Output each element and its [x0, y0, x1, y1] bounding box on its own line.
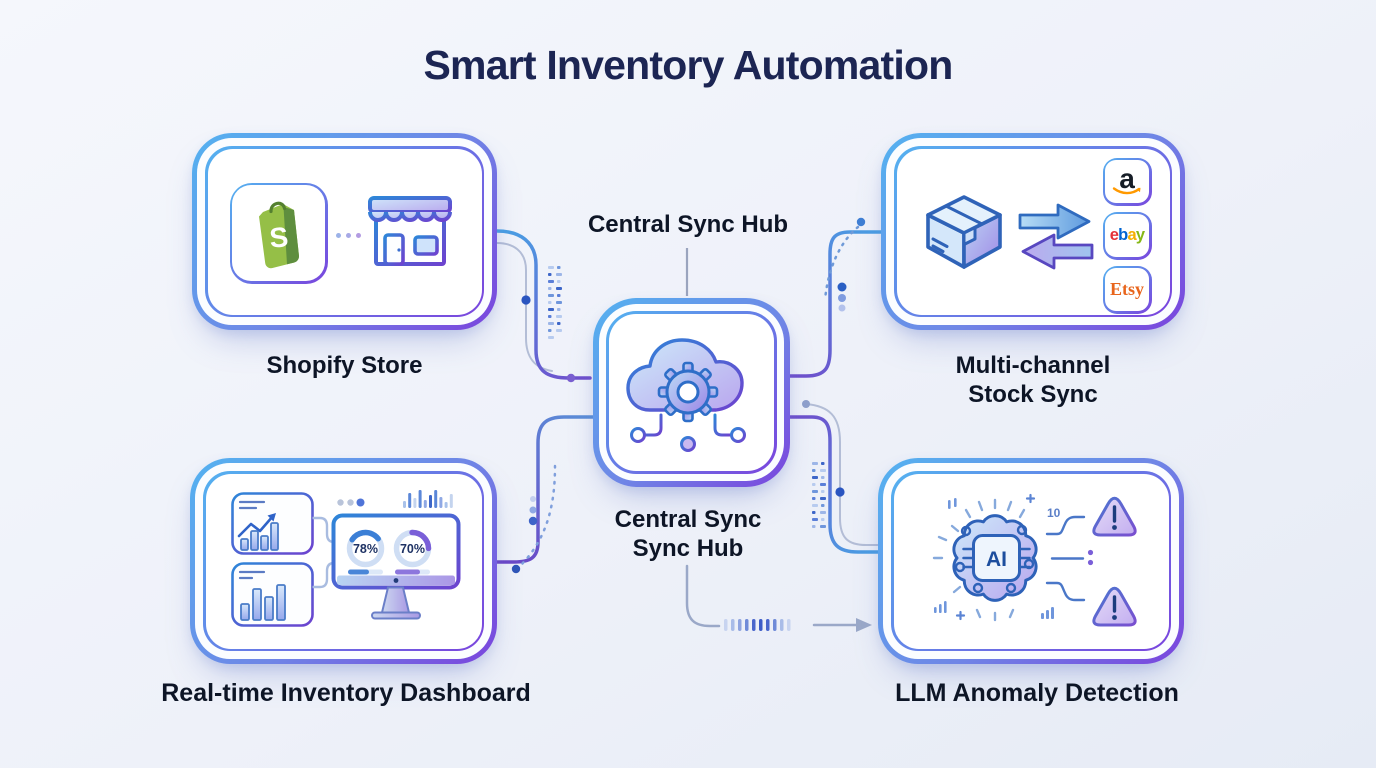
hub-bottom-label-line2: Sync Hub — [632, 535, 744, 562]
node-llm-anomaly-detection: AI 10 — [878, 458, 1184, 664]
page-title: Smart Inventory Automation — [423, 42, 954, 88]
multichannel-label-line1: Multi-channel — [955, 352, 1111, 379]
shopify-logo-card: S — [229, 182, 328, 284]
warning-triangle-top-icon — [1091, 496, 1137, 536]
arrow-right-icon — [1018, 203, 1090, 239]
etsy-logo: Etsy — [1109, 279, 1144, 299]
node-shopify-store: S — [192, 133, 497, 330]
monitor-icon: 78% 70% — [331, 513, 460, 619]
ai-chip-text: AI — [986, 548, 1007, 571]
donut-gauge-1: 78% — [346, 529, 384, 567]
bar-chart-card-icon — [230, 561, 314, 627]
connector-hub-bottom-stream — [685, 564, 872, 632]
dashboard-illustration: 78% 70% — [230, 489, 460, 627]
multichannel-label-line2: Stock Sync — [968, 381, 1098, 408]
donut-gauge-2: 70% — [393, 529, 431, 567]
node-central-sync-hub — [593, 298, 790, 487]
storefront-icon — [367, 195, 452, 266]
brain-ai-icon: AI — [951, 513, 1038, 602]
dashboard-label: Real-time Inventory Dashboard — [161, 679, 531, 707]
etsy-badge: Etsy — [1102, 265, 1152, 314]
arrow-head-icon — [856, 618, 872, 632]
plus-marks — [955, 493, 1035, 620]
gauge-2-value: 70% — [399, 542, 424, 556]
alert-connectors — [1045, 515, 1085, 601]
shopify-bag-icon: S — [258, 201, 299, 269]
anomaly-illustration: AI 10 — [932, 493, 1142, 626]
hub-top-label: Central Sync Hub — [587, 211, 789, 238]
package-icon — [925, 194, 1002, 269]
amazon-smile-icon — [1112, 187, 1141, 195]
line-chart-card-icon — [230, 491, 314, 555]
connector-multichannel-hub — [788, 217, 885, 378]
ebay-badge: ebay — [1102, 211, 1152, 260]
radiating-marks — [932, 498, 1025, 621]
warning-triangle-bottom-icon — [1091, 586, 1137, 626]
marketplace-badges: a ebay Etsy — [1102, 157, 1152, 314]
connector-hub-dashboard — [495, 415, 595, 574]
shopify-store-label: Shopify Store — [266, 352, 423, 379]
arrow-left-icon — [1021, 233, 1093, 269]
cloud-gear-icon — [626, 338, 746, 452]
hub-bottom-label: Central Sync Sync Hub — [538, 505, 838, 563]
anomaly-label: LLM Anomaly Detection — [895, 679, 1179, 707]
node-multichannel-stock-sync: a ebay Etsy — [881, 133, 1185, 330]
amazon-letter: a — [1119, 163, 1135, 194]
connector-hub-anomaly — [788, 400, 884, 554]
hub-bottom-label-line1: Central Sync — [614, 506, 762, 533]
sync-arrows-icon — [1018, 203, 1093, 269]
monitor-stand — [380, 586, 410, 613]
gauge-1-value: 78% — [352, 542, 377, 556]
gear-icon — [657, 361, 719, 423]
list-icon — [1087, 549, 1142, 565]
node-realtime-dashboard: 78% 70% — [190, 458, 497, 664]
data-stream-right — [812, 462, 826, 528]
link-dots — [335, 232, 361, 238]
circuit-nodes-icon — [630, 413, 746, 452]
connector-shopify-hub — [495, 229, 592, 383]
sparkline-icon — [402, 489, 453, 508]
amazon-badge: a — [1102, 157, 1152, 206]
scale-text: 10 — [1047, 506, 1061, 520]
data-stream-left — [548, 266, 562, 339]
shopify-letter: S — [268, 221, 289, 254]
multichannel-label: Multi-channel Stock Sync — [881, 351, 1185, 409]
scale-marks — [933, 497, 1054, 619]
ebay-logo: ebay — [1109, 226, 1145, 244]
